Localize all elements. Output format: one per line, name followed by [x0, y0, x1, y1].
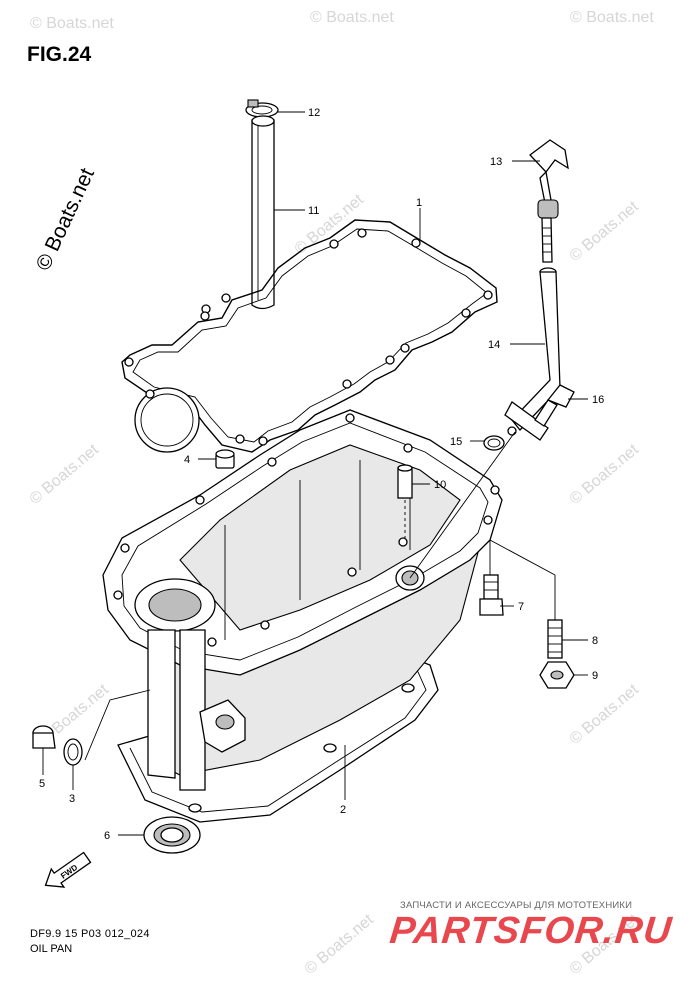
diagram-code: DF9.9 15 P03 012_024 [30, 928, 150, 940]
part-14-guide-tube [504, 267, 561, 441]
watermark-text: © Boats.net [567, 441, 643, 508]
callout-9: 9 [592, 670, 598, 682]
part-8-stud [547, 619, 563, 659]
callout-6: 6 [104, 830, 110, 842]
part-7-bolt [479, 574, 504, 616]
callout-12: 12 [308, 107, 320, 119]
callout-11: 11 [308, 205, 319, 217]
part-11-pipe [251, 115, 275, 310]
watermark-text-large: © Boats.net [32, 165, 99, 275]
leader-lines [42, 111, 588, 836]
callout-15: 15 [450, 436, 462, 448]
callout-3: 3 [69, 793, 75, 805]
callout-13: 13 [490, 156, 502, 168]
callout-7: 7 [518, 601, 524, 613]
watermark-text: © Boats.net [27, 441, 103, 508]
callout-10: 10 [434, 479, 446, 491]
diagram-name: OIL PAN [30, 943, 73, 955]
callout-8: 8 [592, 635, 598, 647]
callout-16: 16 [592, 394, 604, 406]
watermark-text: © Boats.net [30, 15, 114, 32]
part-13-dipstick [529, 139, 569, 263]
callout-labels: 12 11 1 13 14 16 15 4 10 7 8 9 2 6 5 3 [39, 107, 604, 842]
part-9-nut [539, 661, 575, 689]
watermark-text: © Boats.net [310, 9, 394, 26]
watermark-text: © Boats.net [570, 9, 654, 26]
callout-5: 5 [39, 778, 45, 790]
callout-2: 2 [340, 804, 346, 816]
part-4-plug [215, 449, 235, 469]
part-10-dowel-pin [397, 464, 413, 540]
watermark-text: © Boats.net [567, 681, 643, 748]
callout-14: 14 [488, 339, 500, 351]
part-6-oil-seal [143, 816, 201, 854]
part-16-bolt [534, 384, 575, 427]
part-15-o-ring [483, 435, 505, 451]
shop-logo: PARTSFOR.RU [387, 910, 675, 952]
part-5-drain-plug [32, 725, 56, 749]
part-1-gasket [121, 219, 498, 453]
callout-4: 4 [184, 454, 190, 466]
figure-title: FIG.24 [27, 43, 92, 66]
watermark-text: © Boats.net [302, 911, 378, 978]
part-2-oil-pan [102, 409, 503, 823]
shop-subtitle: ЗАПЧАСТИ И АКСЕССУАРЫ ДЛЯ МОТОТЕХНИКИ [400, 900, 633, 911]
part-3-washer [63, 738, 83, 766]
fwd-direction-arrow: FWD [44, 851, 92, 888]
part-12-clip [245, 99, 279, 118]
callout-1: 1 [416, 197, 422, 209]
watermark-text: © Boats.net [567, 198, 643, 265]
watermark-text: © Boats.net [292, 191, 368, 258]
